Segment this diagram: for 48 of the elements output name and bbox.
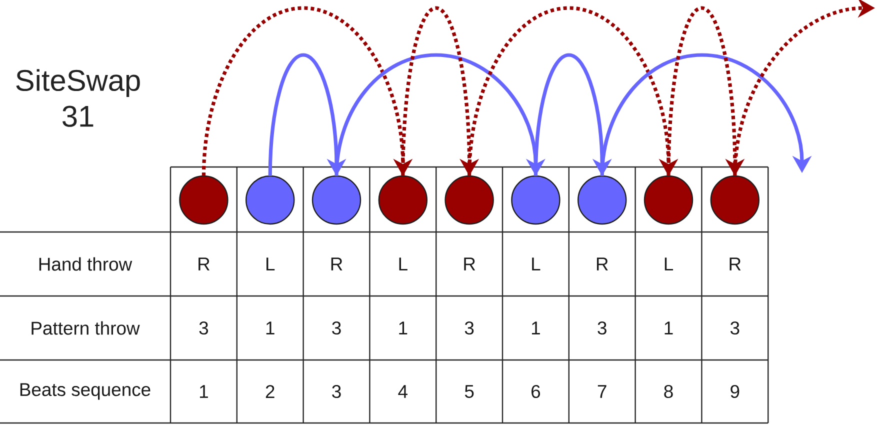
ball: [710, 175, 760, 225]
curved-arrow: [268, 53, 346, 176]
table-value: L: [266, 258, 275, 270]
table-value: 9: [730, 384, 740, 398]
table-value: 2: [266, 385, 274, 398]
table-value: R: [464, 258, 476, 270]
table-value: 3: [332, 321, 341, 335]
table-value: R: [198, 258, 210, 270]
table-value: 5: [464, 385, 474, 398]
table-value: 1: [532, 322, 540, 334]
ball: [644, 175, 694, 225]
curved-arrow: [534, 53, 612, 176]
title: SiteSwap 31: [16, 69, 140, 127]
table-value: 3: [730, 321, 740, 335]
table-value: 1: [266, 322, 274, 334]
curved-arrow: [600, 53, 812, 176]
table-value: 8: [664, 384, 673, 398]
curved-arrow: [468, 6, 678, 176]
table-value: 3: [332, 384, 341, 398]
curved-arrow: [202, 6, 413, 176]
table-value: R: [331, 258, 342, 270]
ball: [511, 175, 560, 225]
row-label: Hand throw: [39, 257, 132, 271]
table-value: L: [399, 258, 408, 270]
ball: [444, 175, 494, 225]
table-value: 7: [598, 385, 606, 398]
table-value: 3: [464, 321, 474, 335]
table-value: L: [664, 258, 674, 270]
curved-arrow: [401, 6, 480, 176]
table-value: 1: [399, 322, 408, 334]
curved-arrow: [334, 53, 546, 176]
table-value: 6: [532, 384, 540, 398]
row-label: Pattern throw: [32, 321, 140, 335]
table-value: 1: [200, 385, 208, 398]
ball: [246, 175, 295, 225]
ball: [378, 175, 428, 225]
table-value: R: [730, 258, 741, 270]
ball: [179, 175, 228, 225]
ball: [312, 175, 362, 225]
table-value: 3: [199, 321, 208, 335]
row-label: Beats sequence: [20, 383, 150, 400]
table-value: 3: [598, 321, 606, 335]
table-value: 1: [664, 322, 673, 334]
table-value: 4: [398, 385, 408, 398]
table-value: R: [596, 258, 608, 270]
table-value: L: [532, 258, 540, 270]
ball: [578, 175, 627, 225]
curved-arrow: [666, 6, 745, 176]
